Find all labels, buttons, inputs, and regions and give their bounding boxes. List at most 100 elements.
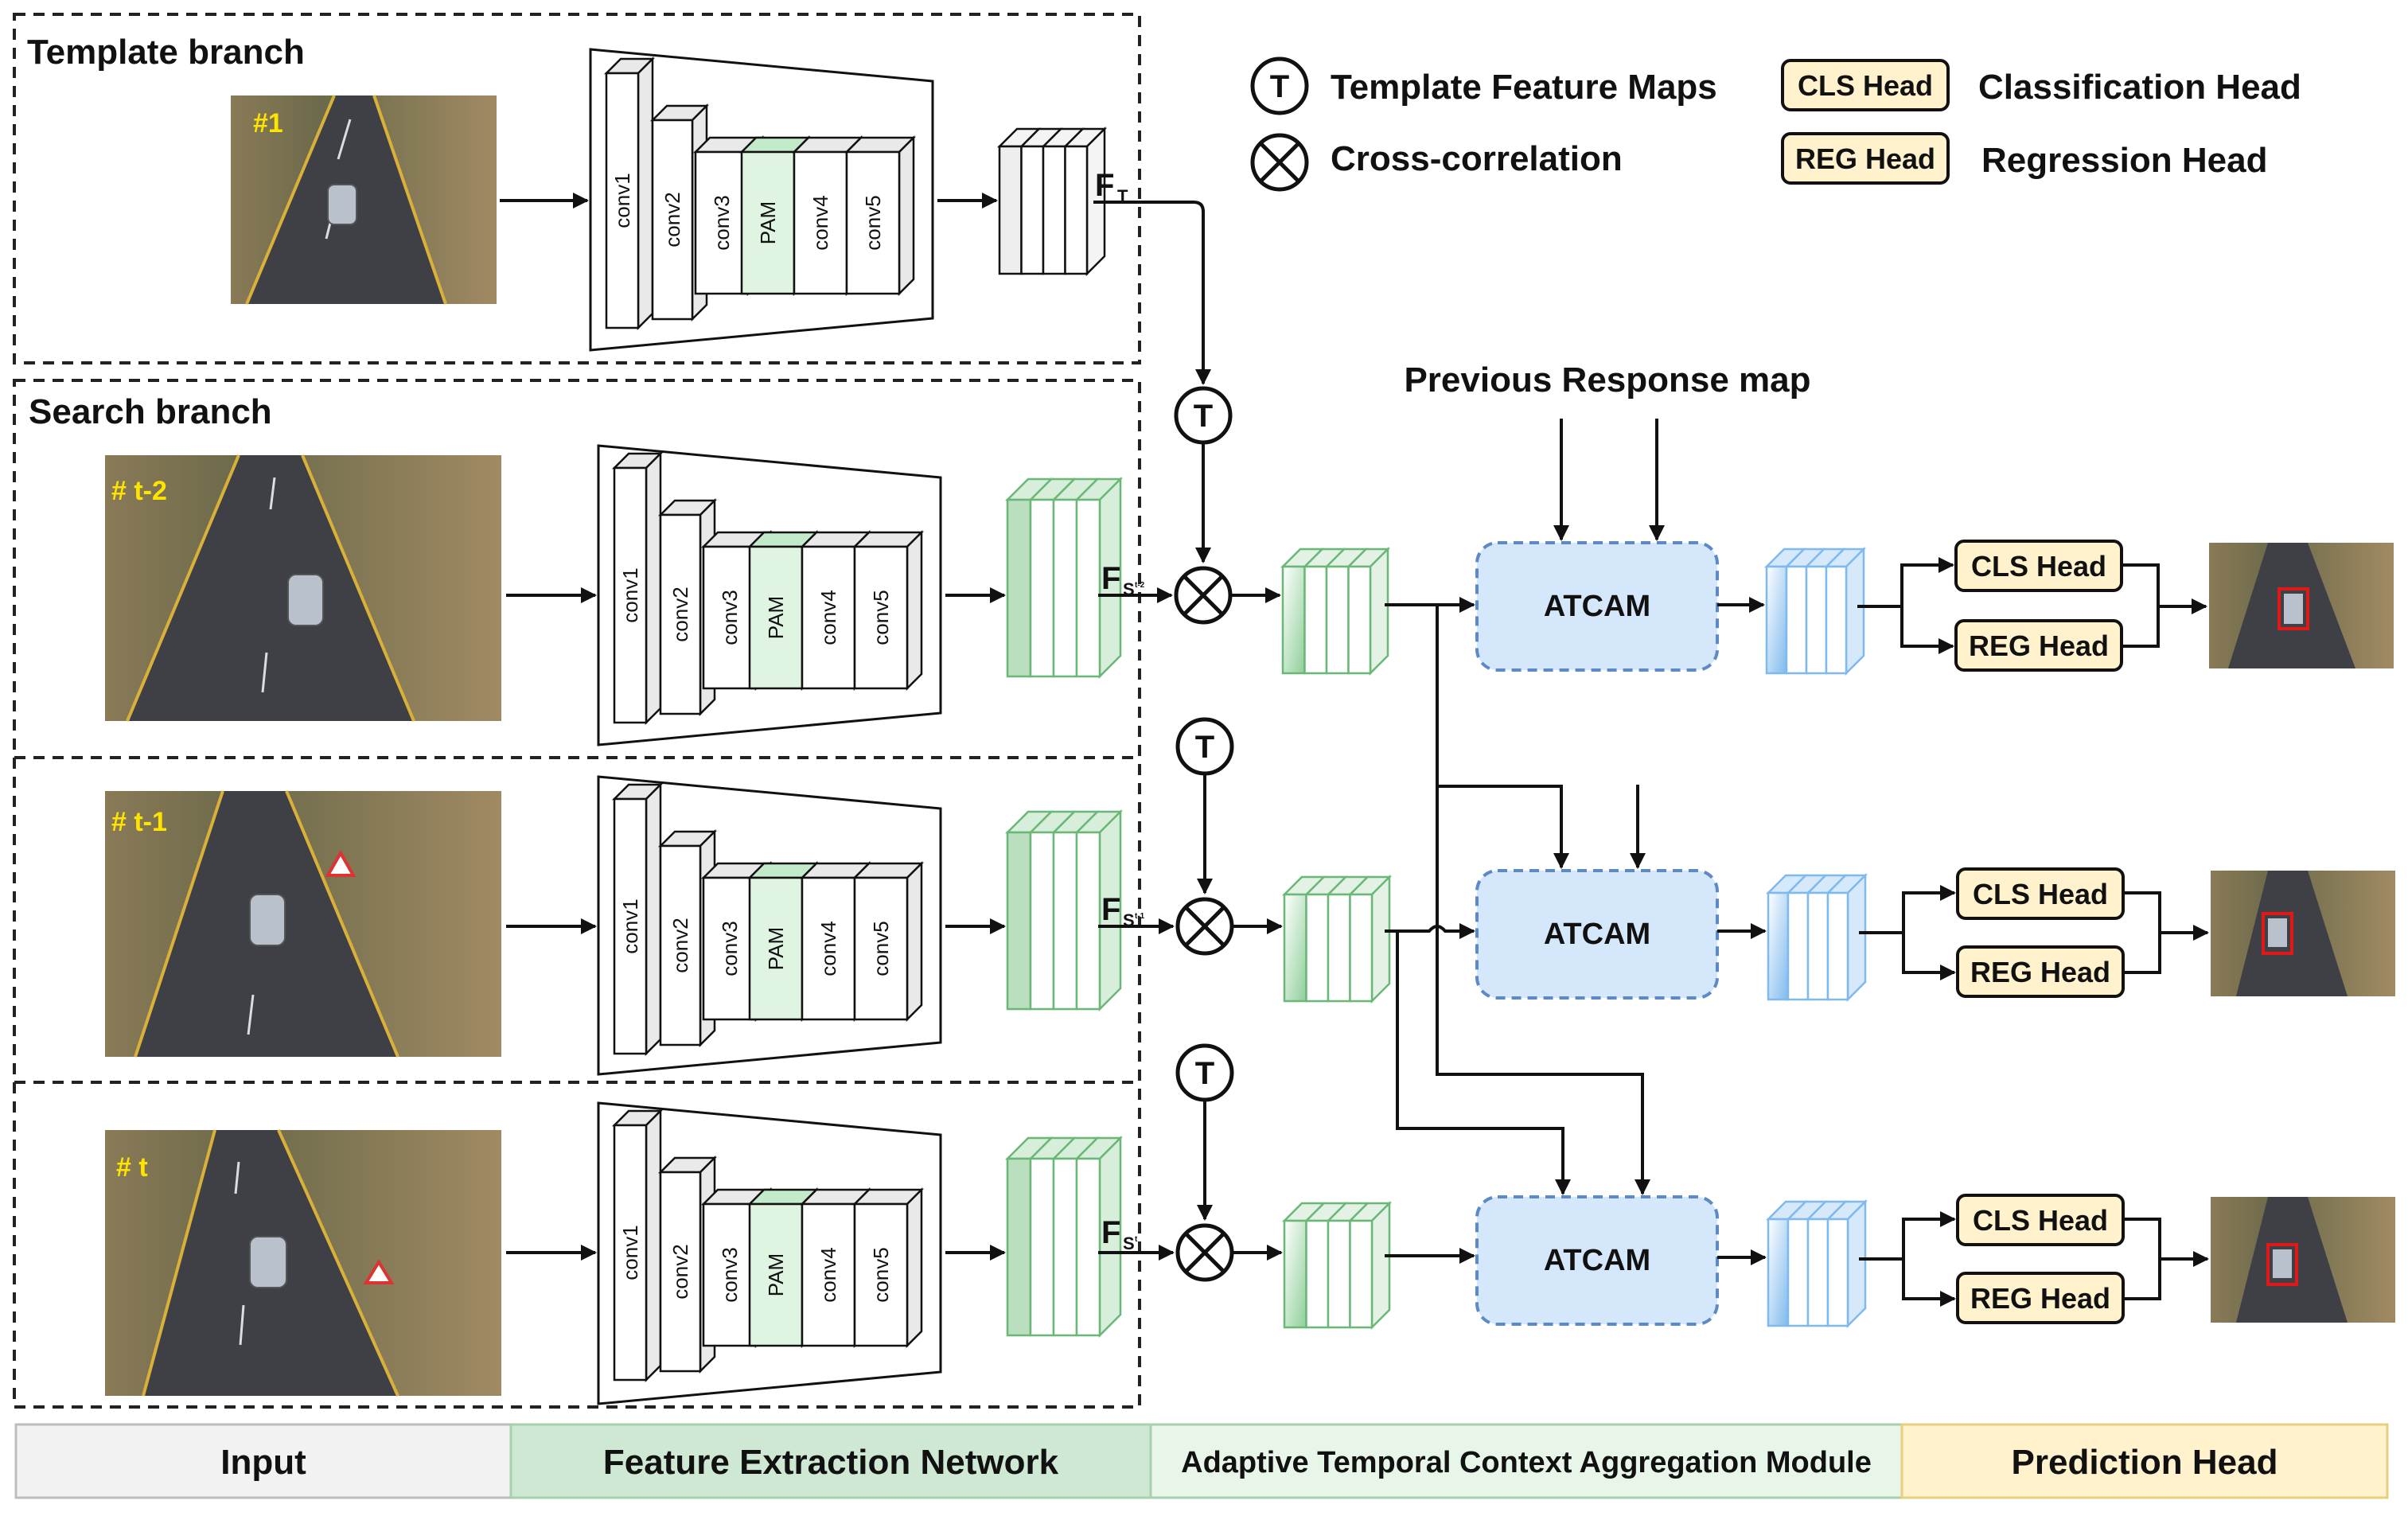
svg-text:REG Head: REG Head <box>1970 956 2110 988</box>
template-feature-route <box>1093 201 1211 385</box>
search-frame-label-t-1: # t-1 <box>111 807 167 837</box>
search-frame-t-2: # t-2 <box>105 454 501 722</box>
bar-feature-extraction-label: Feature Extraction Network <box>603 1443 1059 1482</box>
svg-text:CLS Head: CLS Head <box>1971 550 2106 583</box>
search-frame-t: # t <box>105 1129 501 1397</box>
template-symbol-1: T <box>1174 386 1233 445</box>
route-map-2-to-atcam-3 <box>1396 931 1571 1195</box>
backbone-template-layer-conv5: conv5 <box>844 134 917 297</box>
legend-cls-badge: CLS Head <box>1781 59 1950 111</box>
backbone-layer-label: conv3 <box>718 590 742 645</box>
xcorr-symbol-3 <box>1175 1223 1234 1282</box>
backbone-layer-label: conv1 <box>618 898 642 953</box>
backbone-layer-label: conv5 <box>869 921 893 976</box>
bar-prediction-head <box>1900 1423 2389 1499</box>
backbone-layer-label: PAM <box>764 596 788 639</box>
backbone-layer-label: conv4 <box>816 1247 840 1302</box>
svg-text:F: F <box>1101 561 1120 596</box>
cls-head-1: CLS Head <box>1954 540 2123 592</box>
bar-input <box>14 1423 512 1499</box>
backbone-layer-label: conv2 <box>668 1244 692 1299</box>
feature-stack-search-t <box>1004 1135 1124 1339</box>
search-branch-box <box>13 379 1141 1409</box>
previous-response-label: Previous Response map <box>1404 360 1810 399</box>
output-frame-1 <box>2209 543 2394 668</box>
bar-input-label: Input <box>220 1443 306 1482</box>
svg-text:T: T <box>1270 69 1289 104</box>
backbone-t-2-layer-conv5: conv5 <box>851 529 925 692</box>
svg-text:F: F <box>1101 892 1120 927</box>
feature-label-search-t: F S t <box>1101 1215 1138 1253</box>
backbone-t-layer-conv5: conv5 <box>851 1187 925 1349</box>
backbone-layer-label: conv3 <box>718 921 742 976</box>
output-frame-2 <box>2211 871 2395 996</box>
backbone-layer-label: conv2 <box>668 918 692 972</box>
xcorr-symbol-1 <box>1174 566 1233 625</box>
legend-xcorr-text: Cross-correlation <box>1331 139 1623 178</box>
backbone-template-layer-conv1: conv1 <box>603 56 656 331</box>
backbone-layer-label: conv4 <box>816 590 840 645</box>
atcam-module-3: ATCAM <box>1475 1195 1719 1326</box>
feature-stacks <box>996 126 1868 1339</box>
legend-reg-badge: REG Head <box>1781 132 1950 185</box>
cls-head-3: CLS Head <box>1956 1194 2125 1246</box>
backbone-t-1-layer-conv1: conv1 <box>611 781 664 1057</box>
svg-text:F: F <box>1095 168 1114 203</box>
backbone-layer-label: conv2 <box>660 192 684 247</box>
template-frame: #1 <box>231 95 497 305</box>
legend-xcorr-symbol <box>1250 133 1309 192</box>
feature-label-template: F T <box>1095 168 1128 206</box>
svg-text:ATCAM: ATCAM <box>1544 590 1650 623</box>
svg-text:t-1: t-1 <box>1135 912 1145 921</box>
route-response-1-to-heads <box>1857 557 1954 654</box>
backbone-layer-label: PAM <box>756 201 780 244</box>
xcorr-symbol-2 <box>1175 897 1234 956</box>
svg-text:S: S <box>1123 1233 1135 1253</box>
svg-text:CLS Head: CLS Head <box>1973 1204 2108 1237</box>
feature-stack-search-t-1 <box>1004 809 1124 1012</box>
backbone-layer-label: conv1 <box>618 1225 642 1280</box>
legend-cls-text: Classification Head <box>1978 68 2301 107</box>
route-map-1-to-atcam-3 <box>1436 786 1650 1195</box>
svg-text:t-2: t-2 <box>1135 581 1145 590</box>
backbone-t-1: conv1 conv2 conv3 PAM conv4 conv5 <box>597 775 942 1076</box>
backbone-layer-label: conv3 <box>718 1247 742 1302</box>
backbone-layer-label: conv1 <box>610 173 634 228</box>
route-map-1-down <box>1436 605 1569 869</box>
backbone-layer-label: PAM <box>764 927 788 970</box>
bar-atcam-label: Adaptive Temporal Context Aggregation Mo… <box>1181 1446 1872 1479</box>
correlation-map-2 <box>1281 874 1393 1004</box>
bar-prediction-head-label: Prediction Head <box>2012 1443 2278 1482</box>
template-symbol-2: T <box>1175 717 1234 776</box>
svg-text:t: t <box>1135 1235 1138 1244</box>
backbone-layer-label: PAM <box>764 1253 788 1296</box>
bar-atcam <box>1149 1423 1903 1499</box>
route-heads-2-to-output <box>2123 891 2209 974</box>
search-branch-title: Search branch <box>29 392 272 431</box>
route-heads-3-to-output <box>2123 1218 2209 1300</box>
route-map-2-to-atcam-2 <box>1385 923 1475 939</box>
svg-text:ATCAM: ATCAM <box>1544 1244 1650 1277</box>
search-frame-label-t-2: # t-2 <box>111 476 167 506</box>
feature-stack-search-t-2 <box>1004 476 1124 680</box>
route-heads-1-to-output <box>2122 563 2207 648</box>
reg-head-2: REG Head <box>1956 945 2125 998</box>
backbone-layer-label: conv4 <box>816 921 840 976</box>
backbone-layer-label: conv1 <box>618 567 642 622</box>
svg-text:F: F <box>1101 1215 1120 1250</box>
feature-stack-template <box>996 126 1108 277</box>
svg-text:REG Head: REG Head <box>1795 142 1935 175</box>
backbone-layer-label: conv4 <box>809 195 832 250</box>
reg-head-1: REG Head <box>1954 619 2123 672</box>
response-map-3 <box>1765 1198 1868 1329</box>
legend: T Template Feature Maps Cross-correlatio… <box>1250 57 2301 192</box>
svg-text:REG Head: REG Head <box>1970 1282 2110 1315</box>
backbone-t-1-layer-conv5: conv5 <box>851 860 925 1023</box>
svg-text:T: T <box>1195 1056 1214 1091</box>
svg-text:REG Head: REG Head <box>1969 629 2109 662</box>
template-symbol-3: T <box>1175 1043 1234 1102</box>
